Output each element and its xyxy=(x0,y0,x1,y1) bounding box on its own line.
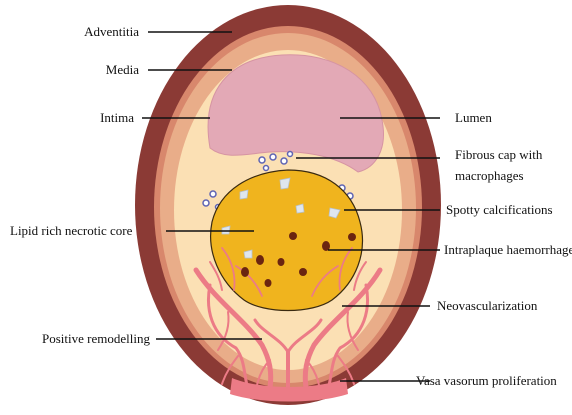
label-adventitia: Adventitia xyxy=(84,24,139,39)
label-lipid-core: Lipid rich necrotic core xyxy=(10,223,133,238)
label-fibrous-cap-line2: macrophages xyxy=(455,168,524,183)
label-media: Media xyxy=(106,62,139,77)
label-positive-remodelling: Positive remodelling xyxy=(42,331,150,346)
label-intima: Intima xyxy=(100,110,134,125)
label-vasa-vasorum: Vasa vasorum proliferation xyxy=(416,373,557,388)
label-fibrous-cap-line1: Fibrous cap with xyxy=(455,147,543,162)
label-neovascularization: Neovascularization xyxy=(437,298,538,313)
label-spotty-calcifications: Spotty calcifications xyxy=(446,202,553,217)
label-intraplaque-haemorrhage: Intraplaque haemorrhage xyxy=(444,242,572,257)
label-lumen: Lumen xyxy=(455,110,492,125)
